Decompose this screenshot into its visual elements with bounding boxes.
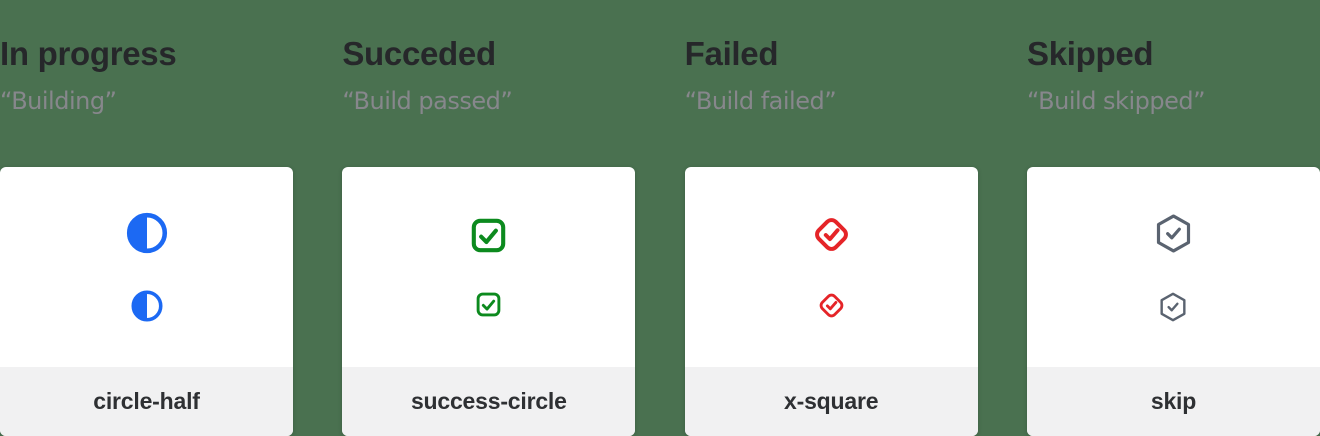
x-square-icon-small (816, 290, 847, 321)
icon-name-label: skip (1150, 388, 1197, 414)
icon-name-label: x-square (784, 388, 879, 414)
success-circle-icon-small (474, 290, 503, 319)
icon-preview-area (0, 167, 293, 367)
status-phrase: “Building” (0, 87, 117, 115)
icon-preview-area (1027, 167, 1320, 367)
status-column-in-progress: In progress “Building” circle-half (0, 0, 293, 436)
status-phrase: “Build passed” (342, 87, 513, 115)
icon-card-footer: skip (1026, 367, 1320, 436)
skip-icon-large (1151, 211, 1196, 256)
status-column-succeded: Succeded “Build passed” success-circle (342, 0, 636, 436)
status-title: In progress (0, 35, 177, 72)
icon-name-label: success-circle (410, 388, 567, 414)
icon-card-footer: x-square (684, 367, 978, 436)
x-square-icon-large (810, 213, 853, 256)
status-title: Failed (684, 35, 779, 72)
icon-preview-area (685, 167, 978, 367)
status-column-failed: Failed “Build failed” x-square (684, 0, 978, 436)
icon-card: success-circle (342, 167, 636, 436)
icon-card: circle-half (0, 167, 293, 436)
icon-name-label: circle-half (93, 388, 200, 414)
icon-card-footer: circle-half (0, 367, 293, 436)
icon-card: skip (1026, 167, 1320, 436)
icon-preview-area (342, 167, 635, 367)
status-phrase: “Build skipped” (1026, 87, 1206, 115)
success-circle-icon-large (468, 215, 509, 256)
status-phrase: “Build failed” (684, 87, 837, 115)
status-column-skipped: Skipped “Build skipped” skip (1026, 0, 1320, 436)
circle-half-icon-small (130, 289, 164, 323)
icon-card: x-square (684, 167, 978, 436)
status-title: Succeded (342, 35, 496, 72)
status-title: Skipped (1026, 35, 1154, 72)
icon-card-footer: success-circle (342, 367, 636, 436)
skip-icon-small (1156, 290, 1190, 324)
circle-half-icon-large (125, 211, 169, 255)
